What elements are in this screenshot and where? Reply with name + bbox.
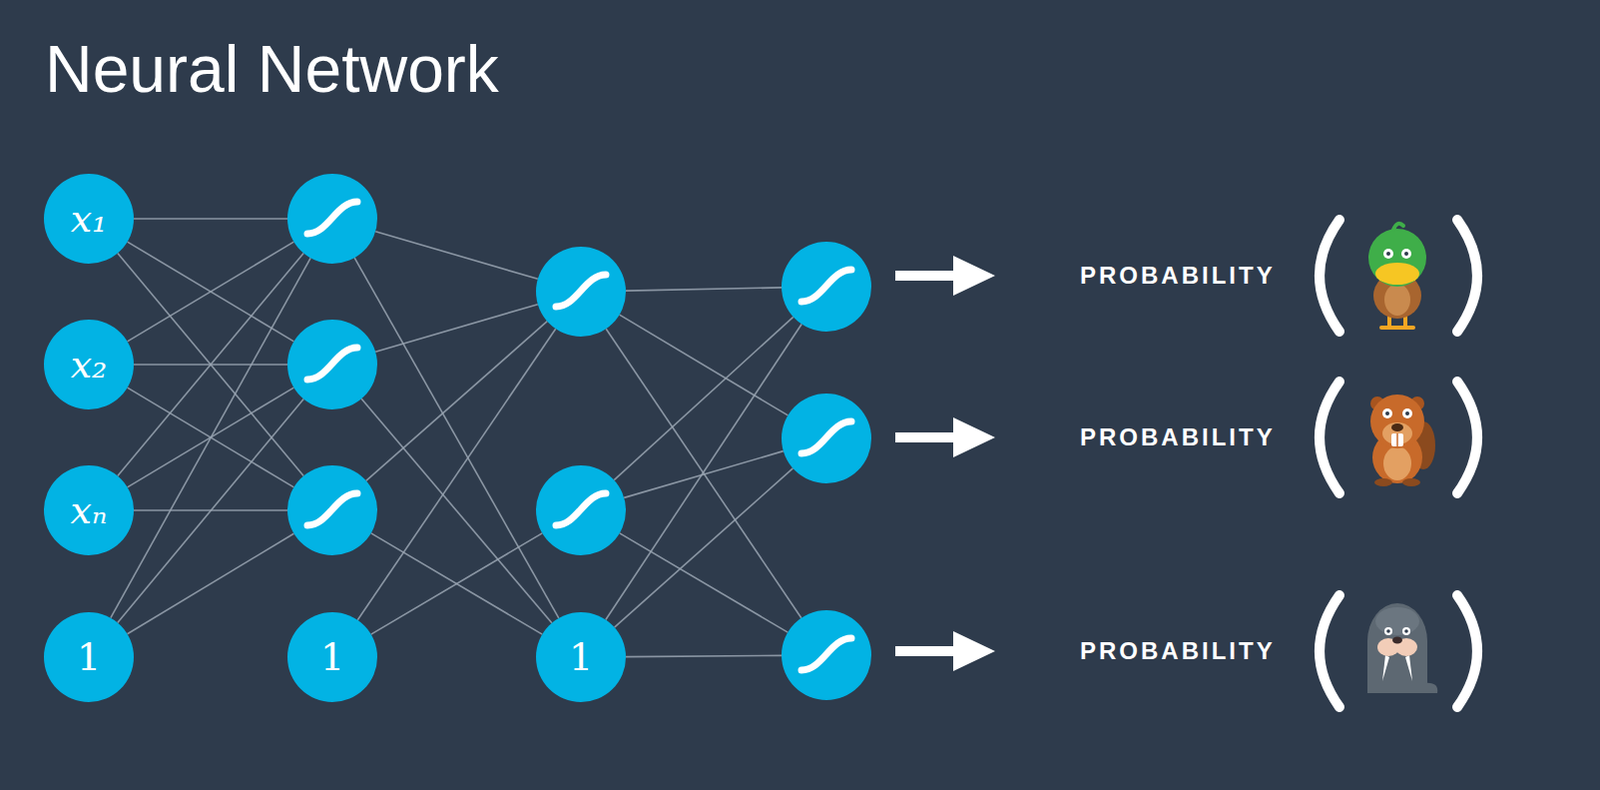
sigmoid-neuron (535, 465, 626, 555)
sigmoid-neuron (287, 465, 378, 555)
diagram-title: Neural Network (44, 35, 500, 102)
output-arrow (895, 255, 996, 296)
sigmoid-neuron (781, 393, 872, 484)
neuron-node: 1 (43, 611, 134, 702)
neuron-node: 1 (535, 611, 626, 702)
sigmoid-neuron (287, 173, 378, 264)
node-label: 1 (76, 637, 101, 676)
output-arrow (895, 417, 996, 458)
connection-line (375, 304, 538, 353)
connection-line (366, 321, 547, 482)
sigmoid-symbol (307, 493, 358, 526)
output-label: PROBABILITY (1079, 260, 1276, 291)
connection-line (371, 533, 542, 634)
connection-line (354, 257, 559, 618)
connection-line (375, 231, 538, 280)
sigmoid-symbol (555, 493, 606, 526)
connection-line (117, 253, 304, 477)
sigmoid-symbol (307, 347, 358, 380)
neuron-node: 1 (287, 611, 378, 702)
sigmoid-symbol (555, 274, 606, 307)
sigmoid-symbol (801, 421, 852, 454)
connection-line (625, 654, 782, 656)
node-label: x₁ (70, 199, 108, 238)
connection-line (117, 253, 304, 477)
duck-illustration (1368, 223, 1427, 328)
bracket (1319, 219, 1340, 332)
neuron-node: x₂ (43, 319, 134, 410)
bracket (1319, 381, 1340, 494)
connection-line (133, 218, 288, 220)
bracket (1319, 594, 1340, 707)
connection-line (625, 287, 782, 291)
connection-line (614, 468, 794, 627)
connection-line (110, 257, 311, 617)
node-label: xₙ (70, 491, 108, 530)
node-label: 1 (568, 637, 593, 676)
sigmoid-symbol (801, 269, 852, 302)
connection-line (127, 533, 295, 634)
connection-line (357, 328, 555, 620)
walrus-illustration (1367, 602, 1438, 693)
bracket (1457, 594, 1478, 707)
connection-line (127, 241, 295, 342)
sigmoid-neuron (781, 241, 872, 332)
sigmoid-symbol (801, 637, 852, 670)
sigmoid-neuron (287, 319, 378, 410)
connection-line (619, 314, 789, 416)
connection-line (361, 398, 552, 622)
connection-line (605, 324, 802, 620)
beaver-illustration (1370, 394, 1436, 487)
bracket (1457, 219, 1478, 332)
sigmoid-neuron (535, 246, 626, 337)
output-label: PROBABILITY (1079, 422, 1276, 453)
neuron-node: x₁ (43, 173, 134, 264)
node-label: 1 (320, 637, 345, 676)
connection-line (127, 241, 295, 342)
neuron-node: xₙ (43, 465, 134, 555)
node-label: x₂ (70, 345, 108, 384)
output-arrow (895, 630, 996, 671)
connection-line (117, 399, 304, 623)
output-label: PROBABILITY (1079, 635, 1276, 666)
sigmoid-neuron (781, 609, 872, 700)
sigmoid-symbol (307, 201, 358, 234)
connection-line (623, 451, 784, 499)
connection-line (371, 533, 542, 634)
bracket (1457, 381, 1478, 494)
